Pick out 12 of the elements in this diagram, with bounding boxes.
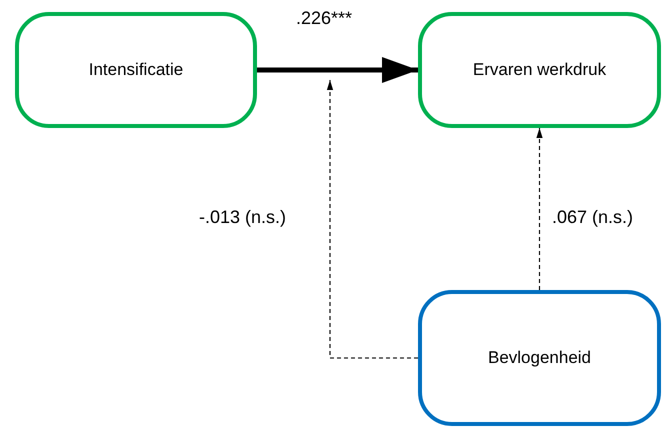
node-label: Intensificatie (88, 60, 184, 80)
edge-label: .067 (n.s.) (552, 207, 634, 229)
arrow (257, 57, 418, 83)
arrow (326, 80, 418, 359)
rounded-box (15, 12, 257, 128)
node-label: Bevlogenheid (488, 348, 592, 368)
rounded-box (418, 290, 661, 426)
arrow (536, 128, 543, 290)
edge-label: .226*** (296, 8, 352, 30)
edge-label: -.013 (n.s.) (199, 207, 286, 229)
rounded-box (418, 12, 661, 128)
node-label: Ervaren werkdruk (472, 60, 606, 80)
